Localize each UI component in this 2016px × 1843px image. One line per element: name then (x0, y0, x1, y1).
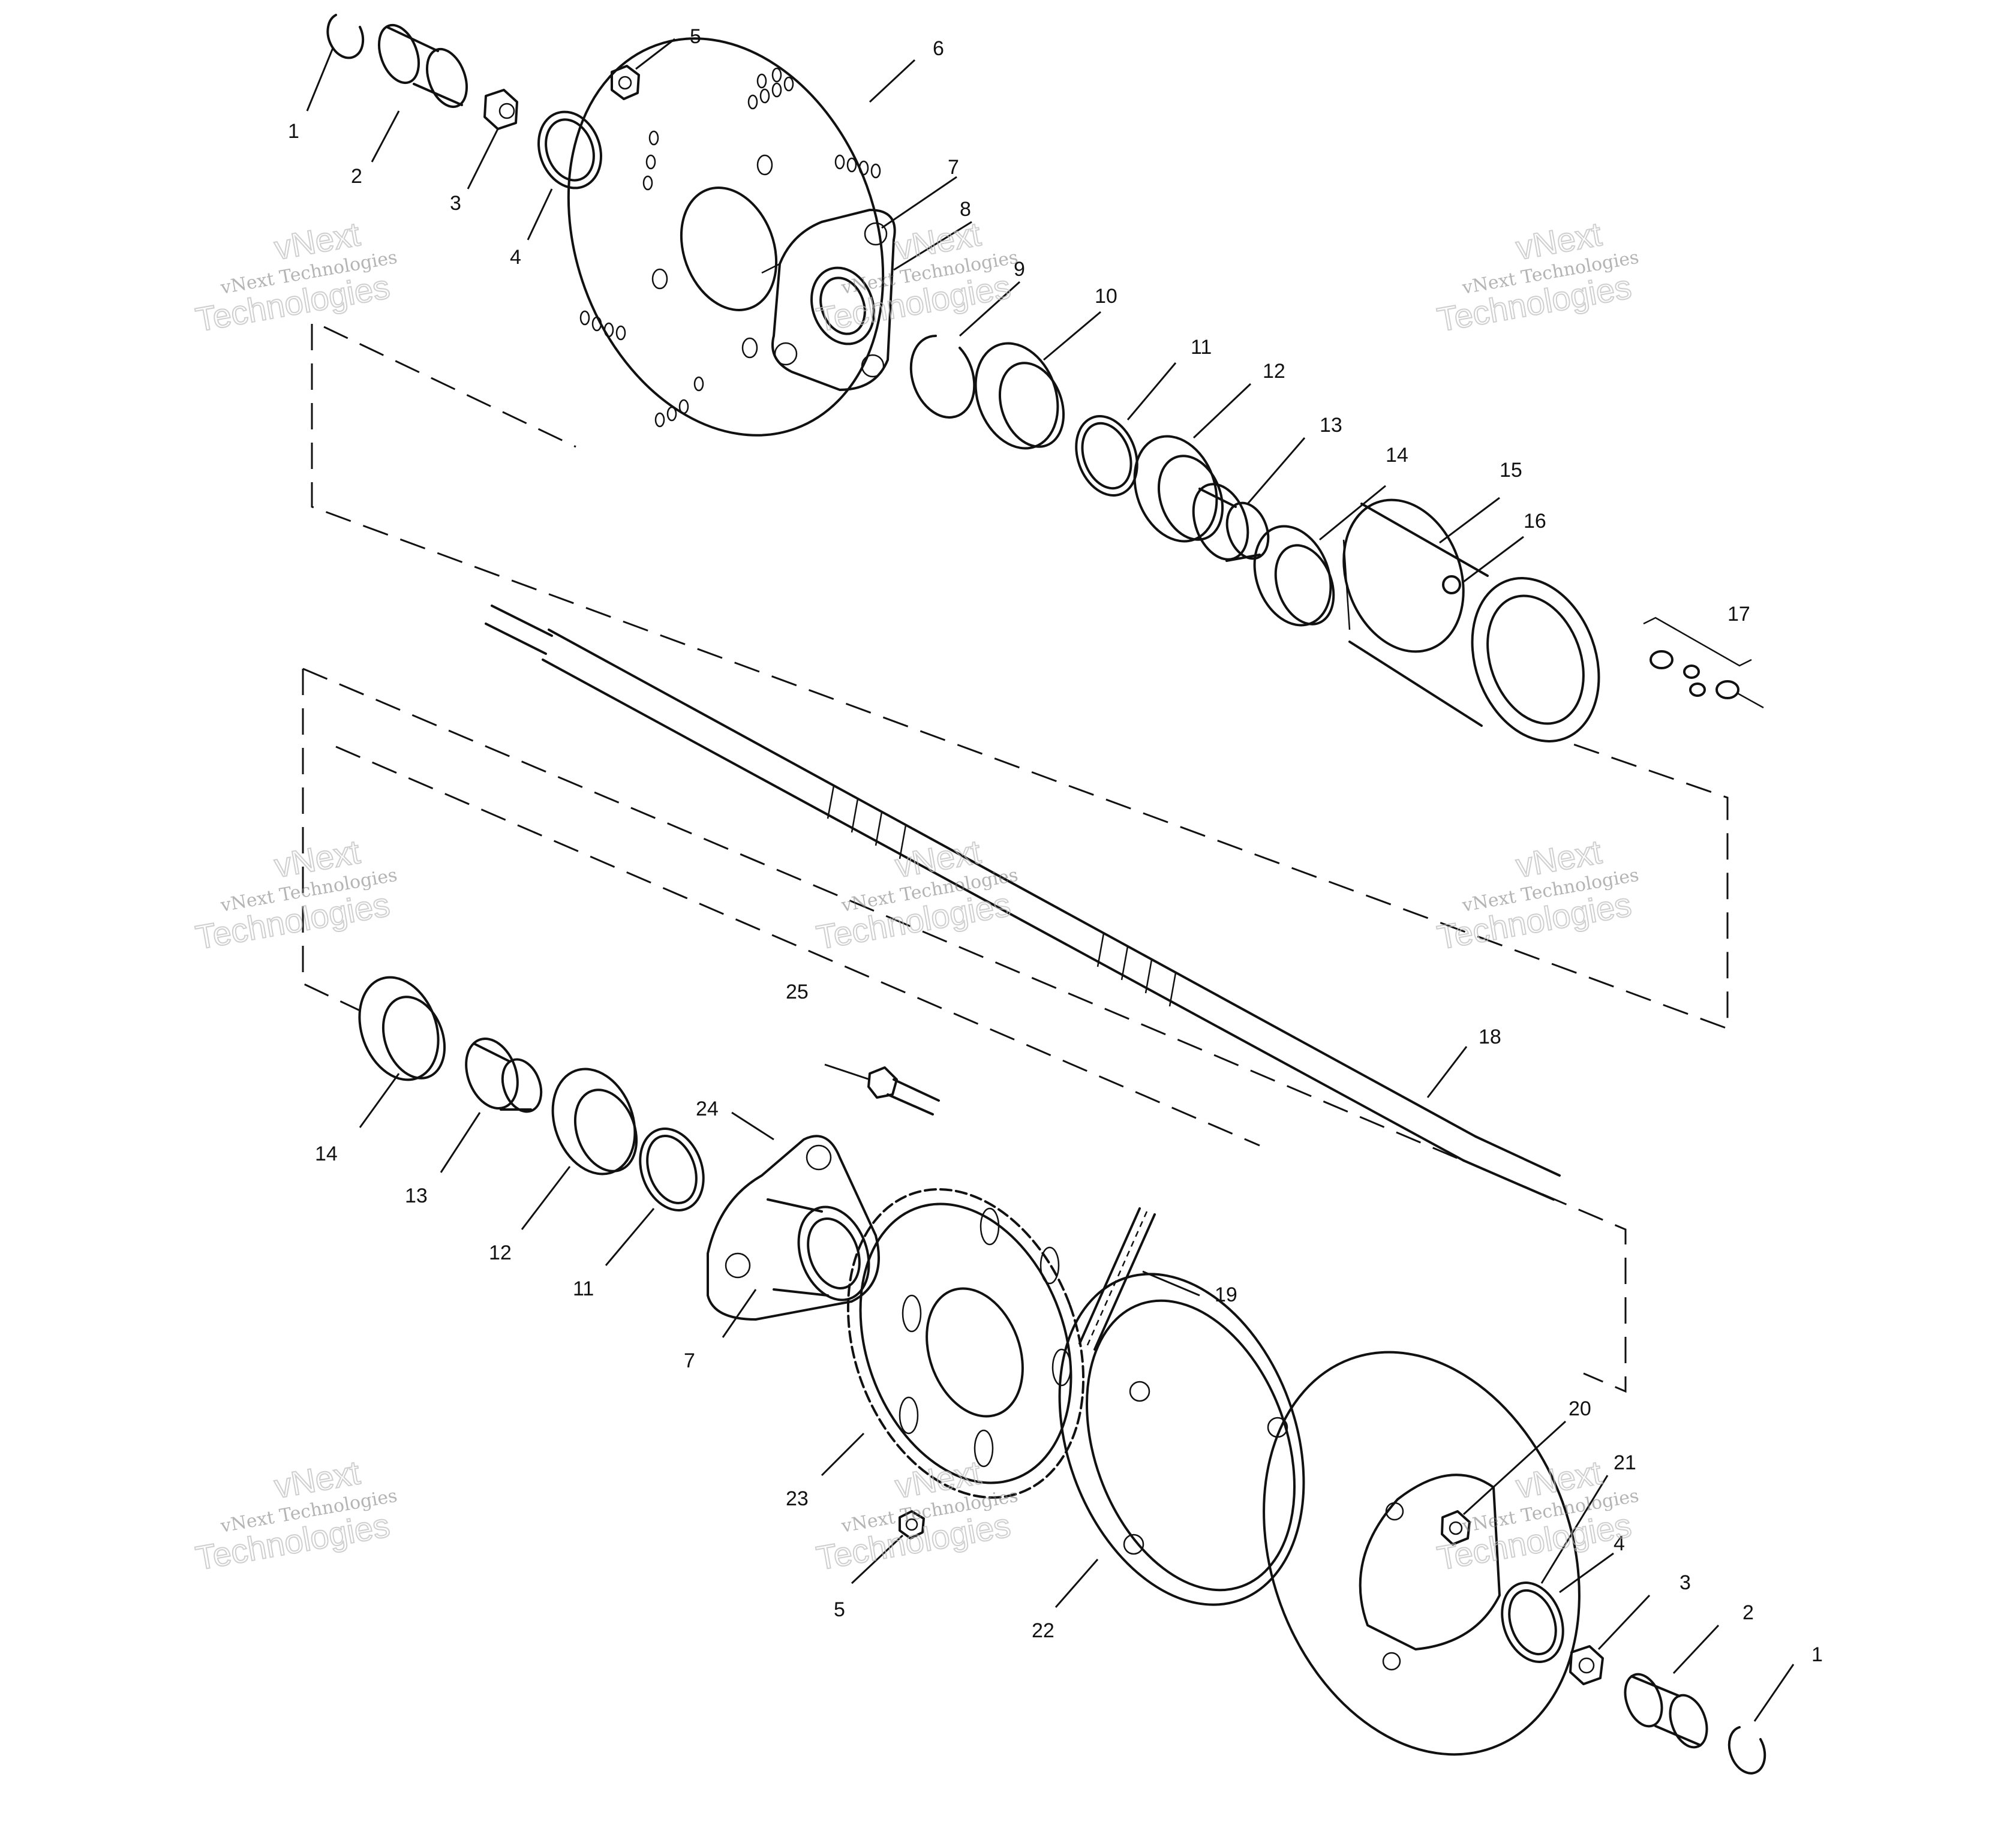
part-3-nut-top (483, 89, 518, 130)
part-23-sprocket (846, 1188, 1085, 1499)
watermark-1: vNext Technologies vNext Technologies (192, 214, 398, 339)
part-25-bolt (867, 1066, 940, 1116)
part-24-sprocket-hub (707, 1135, 880, 1321)
part-16-grease-fitting (1442, 575, 1461, 594)
callout-5-bottom: 5 (834, 1598, 845, 1621)
watermark-6: vNext Technologies vNext Technologies (1434, 832, 1640, 957)
callout-11-top: 11 (1191, 336, 1212, 359)
callout-8: 8 (960, 198, 971, 221)
watermark-7: vNext Technologies vNext Technologies (192, 1453, 398, 1578)
part-13-roller-bearing-bottom (465, 1037, 543, 1113)
watermark-2: vNext Technologies vNext Technologies (813, 214, 1019, 339)
callout-12-bottom: 12 (489, 1241, 512, 1264)
part-1-snap-ring-bottom (1727, 1726, 1766, 1775)
callout-14-bottom: 14 (315, 1143, 338, 1165)
callout-2-top: 2 (351, 165, 362, 188)
part-14-bearing-race-top (1253, 525, 1335, 627)
callout-17: 17 (1727, 603, 1750, 626)
part-5-nut-bottom (899, 1510, 925, 1540)
part-4-ring-bottom (1501, 1582, 1564, 1663)
part-10-bearing-race (974, 342, 1065, 450)
part-20-nut (1441, 1510, 1471, 1546)
callout-1-top: 1 (288, 120, 299, 143)
callout-4-bottom: 4 (1614, 1532, 1625, 1555)
callout-21: 21 (1614, 1451, 1636, 1474)
part-2-bushing-bottom (1624, 1673, 1708, 1749)
callout-7-bottom: 7 (684, 1349, 695, 1372)
part-12-bearing-cup-bottom (551, 1068, 638, 1175)
callout-11-bottom: 11 (573, 1277, 594, 1300)
callout-24: 24 (696, 1098, 719, 1120)
part-11-ring-top (1075, 415, 1138, 497)
part-9-snap-ring (909, 335, 976, 419)
part-6-brake-disc (567, 37, 885, 437)
watermark-4: vNext Technologies vNext Technologies (192, 832, 398, 957)
callout-12-top: 12 (1263, 360, 1285, 383)
part-2-bushing-top (378, 23, 468, 109)
callout-19: 19 (1215, 1283, 1237, 1306)
callout-23: 23 (786, 1487, 809, 1510)
watermark-3: vNext Technologies vNext Technologies (1434, 214, 1640, 339)
part-17-hardware-set (1643, 617, 1764, 709)
watermark-8: vNext Technologies vNext Technologies (813, 1453, 1019, 1578)
callout-15: 15 (1500, 459, 1522, 482)
callout-14-top: 14 (1386, 444, 1408, 467)
part-1-snap-ring-top (326, 14, 365, 59)
callout-6: 6 (933, 37, 944, 60)
watermarks: vNext Technologies vNext Technologies vN… (192, 214, 1640, 1578)
callout-1-bottom: 1 (1811, 1643, 1823, 1666)
part-12-bearing-cup-top (1133, 435, 1224, 543)
callout-9: 9 (1014, 258, 1025, 281)
callout-10: 10 (1095, 285, 1117, 308)
part-4-ring-top (537, 110, 602, 190)
leader-lines (306, 38, 1795, 1722)
part-20-21-brake-disc-bottom (1263, 1351, 1581, 1756)
assembly-guide-lines (302, 324, 1729, 1393)
callout-20: 20 (1569, 1397, 1591, 1420)
part-22-brake-ring (1058, 1273, 1305, 1606)
part-3-nut-bottom (1569, 1645, 1604, 1685)
part-19-drive-chain (1078, 1207, 1156, 1351)
callout-3-bottom: 3 (1680, 1571, 1691, 1594)
part-5-nut-top (611, 65, 640, 100)
callout-13-bottom: 13 (405, 1184, 428, 1207)
callout-2-bottom: 2 (1742, 1601, 1754, 1624)
callout-18: 18 (1479, 1026, 1501, 1048)
part-7-8-hub-top (761, 209, 896, 391)
part-11-ring-bottom (639, 1128, 705, 1211)
callout-numbers: 1 2 3 4 5 6 7 8 9 10 11 12 13 14 15 16 1… (288, 25, 1823, 1666)
callout-7-top: 7 (948, 156, 959, 179)
callout-5-top: 5 (690, 25, 701, 48)
part-13-roller-bearing-top (1192, 483, 1270, 562)
callout-4-top: 4 (510, 246, 521, 269)
callout-25: 25 (786, 981, 809, 1003)
callout-3-top: 3 (450, 192, 461, 215)
part-14-bearing-race-bottom (358, 976, 446, 1081)
callout-13-top: 13 (1320, 414, 1342, 437)
part-18-axle-shaft (485, 605, 1561, 1201)
watermark-5: vNext Technologies vNext Technologies (813, 832, 1019, 957)
callout-16: 16 (1524, 510, 1546, 533)
part-15-bearing-housing (1342, 498, 1600, 742)
callout-22: 22 (1032, 1619, 1054, 1642)
